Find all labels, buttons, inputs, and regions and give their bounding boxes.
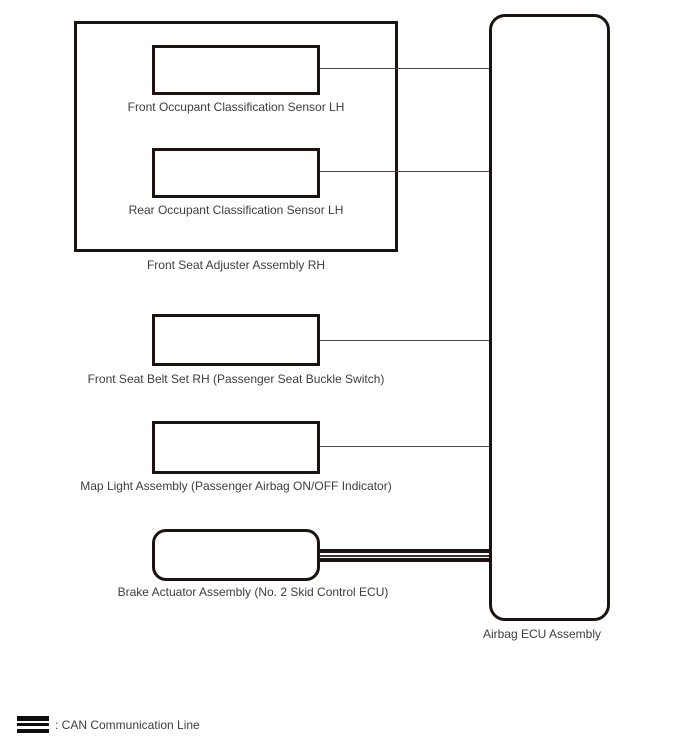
label-airbag-ecu: Airbag ECU Assembly bbox=[482, 627, 602, 641]
label-brake-actuator: Brake Actuator Assembly (No. 2 Skid Cont… bbox=[117, 585, 389, 599]
can-wire-bar-bottom bbox=[318, 558, 489, 562]
node-brake-actuator bbox=[152, 529, 320, 581]
node-rear-occupant-sensor bbox=[152, 148, 320, 198]
can-wire-bar-middle bbox=[318, 554, 489, 557]
can-line-icon-bar bbox=[17, 728, 49, 733]
node-front-occupant-sensor bbox=[152, 45, 320, 95]
legend: : CAN Communication Line bbox=[17, 716, 200, 733]
wire-map-light-to-ecu bbox=[320, 446, 489, 447]
wire-seat-belt-to-ecu bbox=[320, 340, 489, 341]
node-seat-belt-set bbox=[152, 314, 320, 366]
wire-rear-occupant-to-ecu bbox=[320, 171, 489, 172]
wire-can-brake-to-ecu bbox=[318, 549, 489, 562]
legend-label: : CAN Communication Line bbox=[55, 717, 200, 732]
can-line-icon-bar bbox=[17, 723, 49, 726]
label-seat-belt-set: Front Seat Belt Set RH (Passenger Seat B… bbox=[87, 372, 385, 386]
can-wire-bar-top bbox=[318, 549, 489, 553]
label-rear-occupant-sensor: Rear Occupant Classification Sensor LH bbox=[128, 203, 344, 217]
wire-front-occupant-to-ecu bbox=[320, 68, 489, 69]
label-map-light-assembly: Map Light Assembly (Passenger Airbag ON/… bbox=[80, 479, 392, 493]
label-front-occupant-sensor: Front Occupant Classification Sensor LH bbox=[127, 100, 345, 114]
can-line-icon bbox=[17, 716, 49, 733]
can-line-icon-bar bbox=[17, 716, 49, 721]
node-airbag-ecu bbox=[489, 14, 610, 621]
label-front-seat-adjuster-group: Front Seat Adjuster Assembly RH bbox=[146, 258, 326, 272]
node-map-light-assembly bbox=[152, 421, 320, 474]
